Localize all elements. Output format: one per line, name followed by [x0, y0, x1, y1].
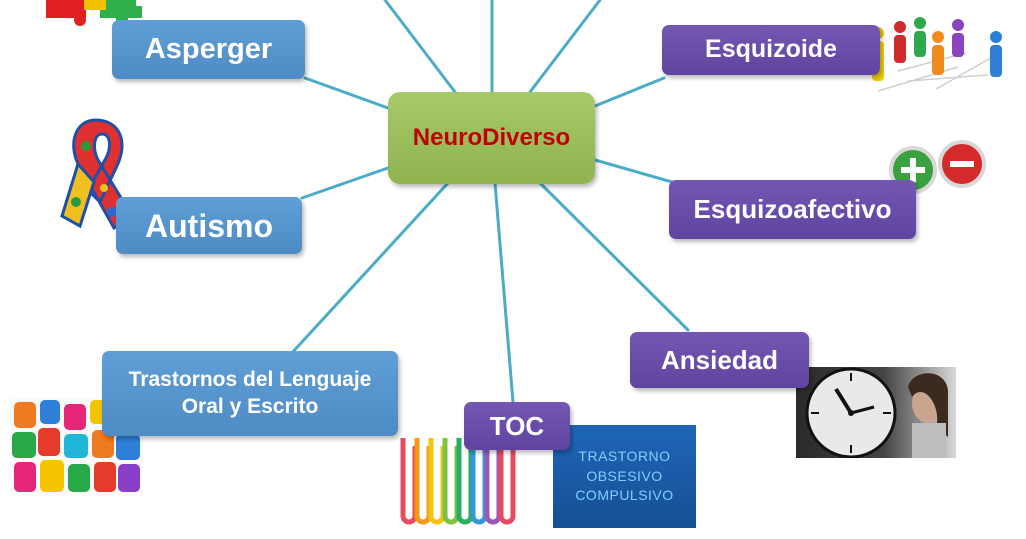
connector-esquizoafectivo — [593, 158, 674, 184]
alphabet-letters-icon — [10, 398, 143, 496]
node-asperger-label: Asperger — [144, 33, 273, 66]
toc-image-text: TRASTORNO OBSESIVO COMPULSIVO — [575, 448, 674, 504]
connector-lenguaje — [288, 181, 450, 357]
center-node-label: NeuroDiverso — [412, 124, 571, 151]
node-lenguaje[interactable]: Trastornos del Lenguaje Oral y Escrito — [102, 351, 398, 436]
clock-stress-icon — [796, 367, 956, 458]
node-toc[interactable]: TOC — [464, 402, 570, 450]
toc-text-image: TRASTORNO OBSESIVO COMPULSIVO — [553, 425, 696, 528]
node-esquizoafectivo-label: Esquizoafectivo — [693, 194, 892, 225]
node-toc-label: TOC — [489, 410, 545, 441]
isolated-person-icon — [858, 15, 1010, 97]
paper-clips-icon — [395, 436, 517, 529]
connector-top-right — [528, 0, 602, 94]
node-autismo-label: Autismo — [145, 207, 273, 244]
connector-autismo — [300, 166, 390, 200]
connector-toc — [493, 181, 515, 404]
node-lenguaje-label: Trastornos del Lenguaje Oral y Escrito — [128, 368, 372, 418]
connector-asperger — [303, 76, 390, 110]
node-esquizoide-label: Esquizoide — [705, 35, 837, 64]
connector-top-left — [383, 0, 457, 94]
node-ansiedad[interactable]: Ansiedad — [630, 332, 809, 388]
node-ansiedad-label: Ansiedad — [660, 344, 779, 375]
node-esquizoafectivo[interactable]: Esquizoafectivo — [669, 180, 916, 239]
node-autismo[interactable]: Autismo — [116, 197, 302, 254]
center-node[interactable]: NeuroDiverso — [388, 92, 595, 184]
node-asperger[interactable]: Asperger — [112, 20, 305, 79]
connector-esquizoide — [593, 76, 666, 108]
connector-ansiedad — [538, 181, 690, 332]
node-esquizoide[interactable]: Esquizoide — [662, 25, 880, 75]
